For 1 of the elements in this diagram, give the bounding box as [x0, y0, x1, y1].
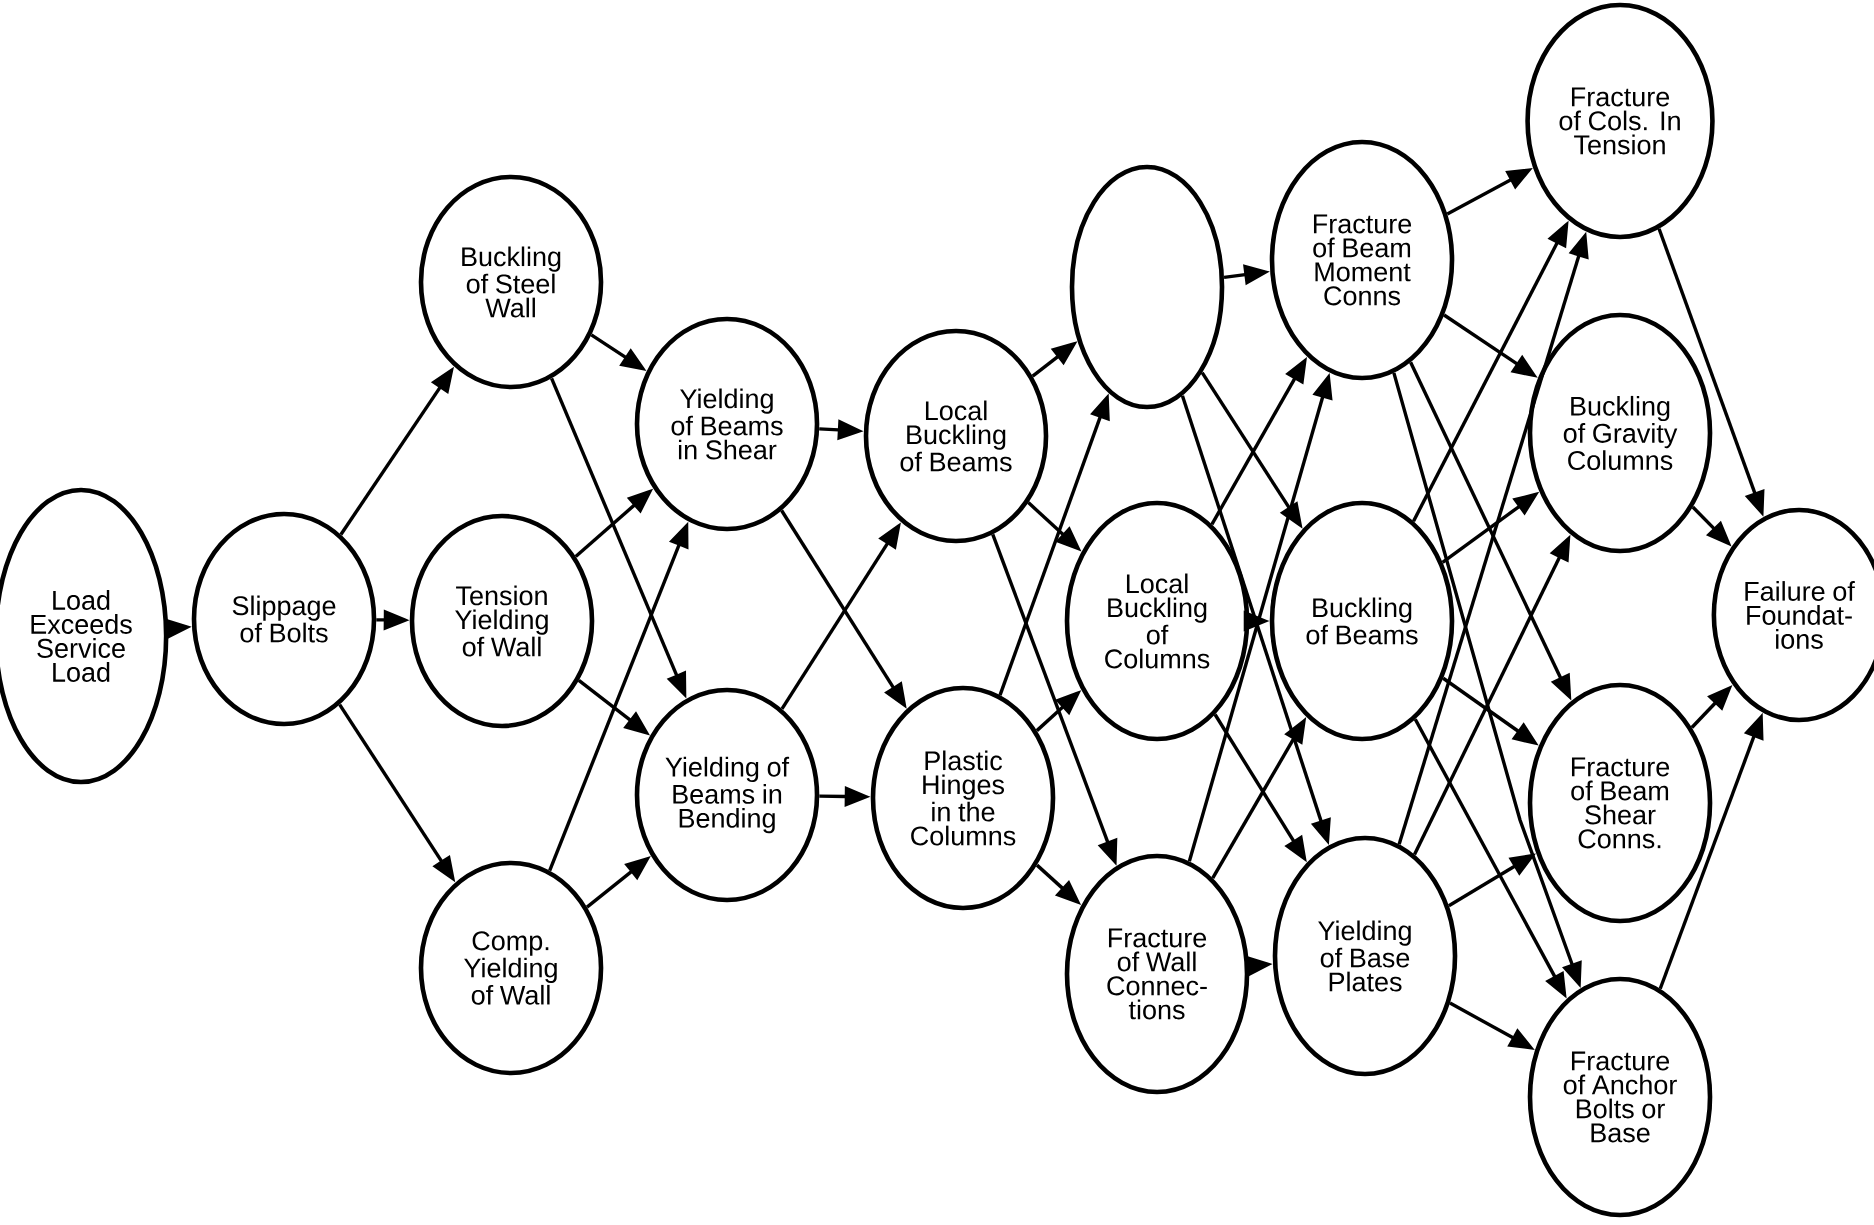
empty-ellipse	[1069, 164, 1225, 410]
